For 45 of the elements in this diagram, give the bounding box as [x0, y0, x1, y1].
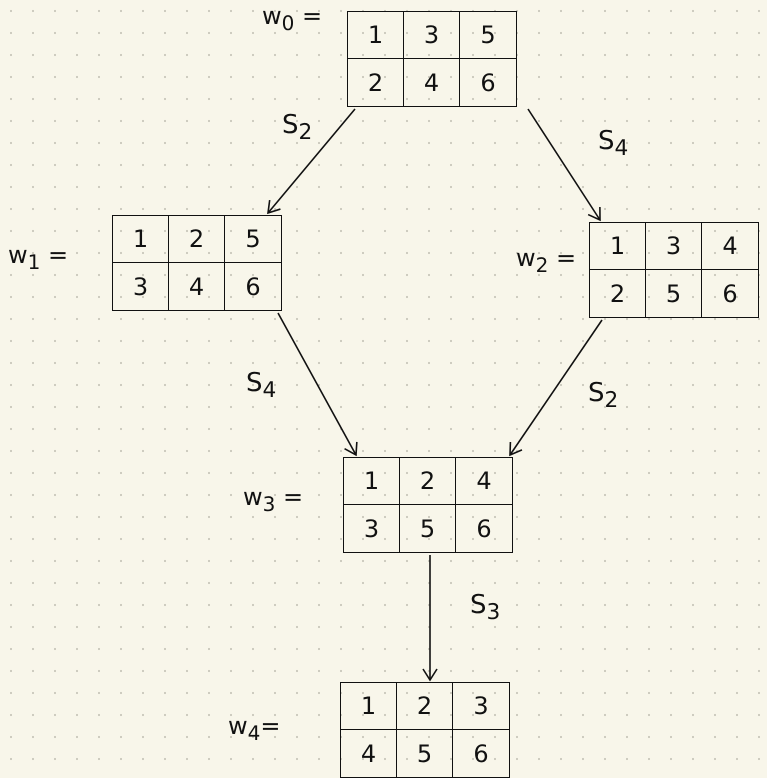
tableau-entry: 3 [344, 505, 400, 552]
tableau-label: w$_{0}$ = [262, 2, 322, 35]
tableau-entry: 5 [400, 505, 456, 552]
tableau-entry: 4 [341, 730, 397, 777]
tableau-entry: 4 [169, 263, 225, 310]
tableau-entry: 5 [225, 216, 281, 263]
tableau-entry: 6 [244, 272, 262, 302]
arrow [267, 108, 356, 214]
tableau-entry: 2 [590, 270, 646, 317]
tableau-entry: 6 [479, 68, 497, 98]
tableau-entry: 2 [397, 683, 453, 730]
tableau-entry: 5 [460, 12, 516, 59]
arrow [422, 555, 438, 681]
tableau-label: w$_{1}$ = [8, 241, 68, 274]
tableau-entry: 5 [397, 730, 453, 777]
tableau-entry: 2 [348, 59, 404, 106]
tableau-entry: 3 [453, 683, 509, 730]
edge-label: S$_{3}$ [470, 590, 500, 626]
edge-label: S$_{4}$ [598, 126, 628, 162]
tableau-entry: 6 [472, 738, 490, 770]
arrow [527, 108, 601, 221]
tableau-entry: 3 [113, 263, 169, 310]
tableau-entry: 1 [341, 683, 397, 730]
tableau-entry: 3 [646, 223, 702, 270]
tableau-label: w$_{2}$ = [516, 244, 576, 277]
tableau-entry: 4 [404, 59, 460, 106]
edge-label: S$_{4}$ [246, 368, 276, 404]
tableau-entry: 1 [348, 12, 404, 59]
tableau-entry: 3 [404, 12, 460, 59]
tableau-entry: 4 [456, 458, 512, 505]
tableau-entry: 4 [702, 223, 758, 270]
tableau-entry: 2 [400, 458, 456, 505]
tableau-label: w$_{4}$= [228, 712, 280, 745]
arrow [509, 320, 603, 456]
tableau-entry: 2 [169, 216, 225, 263]
tableau-entry: 6 [721, 278, 739, 310]
tableau-entry: 1 [344, 458, 400, 505]
arrow [277, 312, 358, 456]
tableau-entry: 1 [590, 223, 646, 270]
edge-label: S$_{2}$ [282, 110, 312, 146]
tableau-entry: 6 [475, 514, 493, 544]
tableau-entry: 1 [113, 216, 169, 263]
tableau-label: w$_{3}$ = [243, 483, 304, 516]
edge-label: S$_{2}$ [588, 378, 618, 414]
tableau-entry: 5 [646, 270, 702, 317]
